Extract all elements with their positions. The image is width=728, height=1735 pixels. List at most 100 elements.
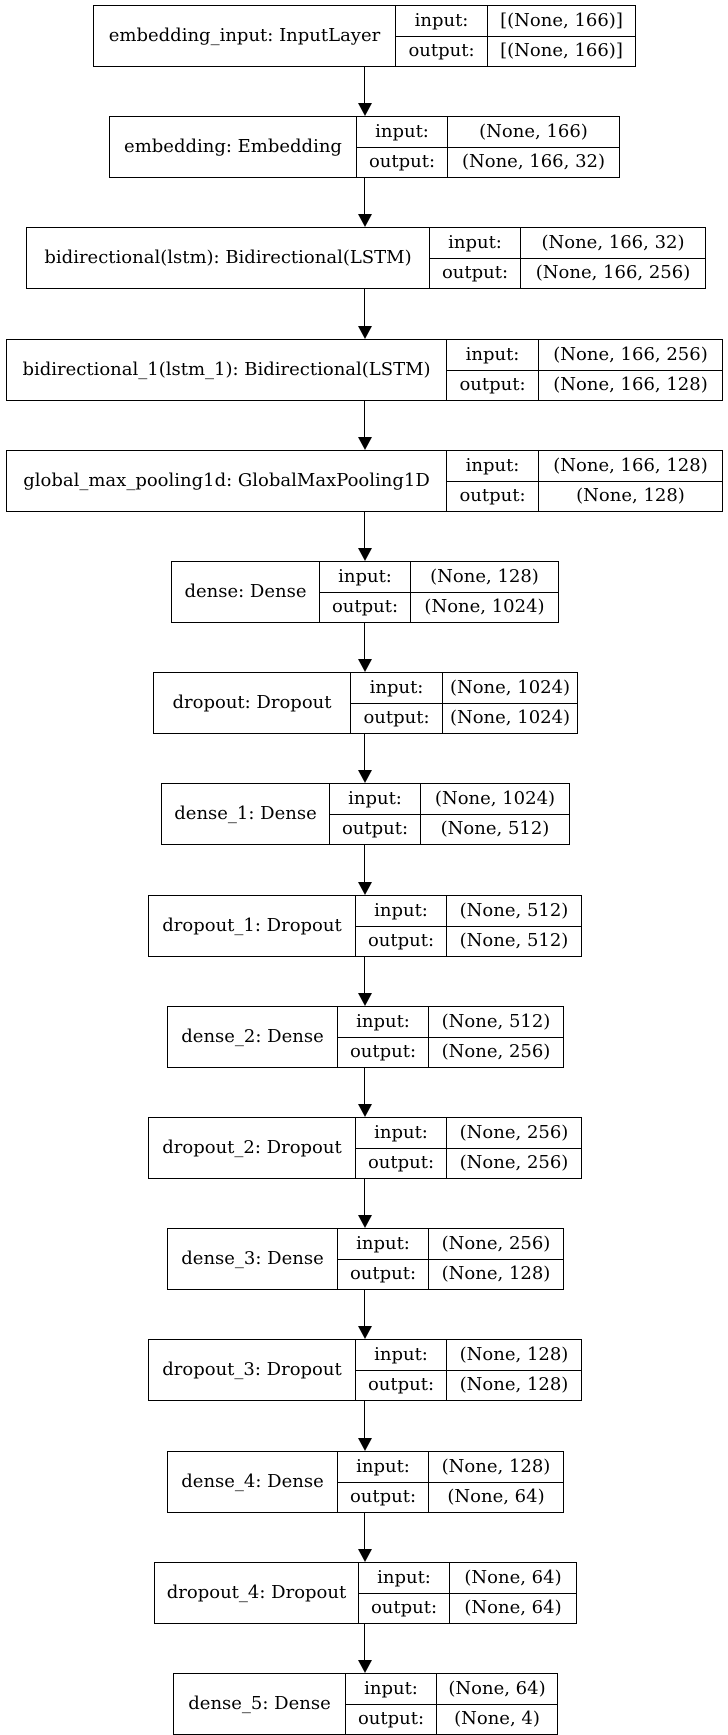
layer-name: bidirectional(lstm): Bidirectional(LSTM) — [27, 228, 430, 288]
output-label: output: — [338, 1037, 429, 1067]
connector-line — [364, 512, 366, 549]
input-shape: (None, 166, 128) — [553, 454, 708, 476]
output-row: output:(None, 256) — [356, 1147, 581, 1178]
input-shape: (None, 512) — [441, 1010, 551, 1032]
input-shape: (None, 166) — [479, 120, 588, 142]
input-row: input: (None, 512) — [356, 896, 581, 926]
output-label: output: — [356, 1370, 447, 1400]
layer-shape-table: input:(None, 166)output:(None, 166, 32) — [357, 117, 619, 177]
input-row: input:(None, 64) — [359, 1563, 576, 1593]
output-label: output: — [447, 481, 539, 511]
output-row: output:(None, 64) — [359, 1592, 576, 1623]
input-shape: (None, 166, 32) — [541, 231, 685, 253]
connector-line — [364, 845, 366, 883]
layer-shape-table: input:(None, 128)output:(None, 64) — [338, 1452, 563, 1512]
output-shape: (None, 256) — [441, 1041, 551, 1063]
connector-line — [364, 1179, 366, 1216]
layer-shape-table: input:(None, 256)output:(None, 256) — [356, 1118, 581, 1178]
output-shape: (None, 128) — [441, 1263, 551, 1285]
connector-line — [364, 67, 366, 104]
connector-line — [364, 1068, 366, 1105]
input-shape: (None, 256) — [441, 1232, 551, 1254]
input-label: input: — [447, 451, 539, 481]
arrow-head-icon — [358, 326, 372, 339]
input-label: input: — [338, 1007, 429, 1037]
layer-name: dense_5: Dense — [174, 1674, 346, 1734]
input-label: input: — [447, 340, 539, 370]
layer-shape-table: input:[(None, 166)]output:[(None, 166)] — [396, 6, 635, 66]
layer-name: dense_3: Dense — [168, 1229, 338, 1289]
output-label: output: — [320, 592, 411, 622]
connector-line — [364, 289, 366, 327]
layer-name: embedding_input: InputLayer — [94, 6, 396, 66]
input-row: input:(None, 128) — [320, 562, 558, 592]
output-shape: (None, 128) — [459, 1374, 569, 1396]
layer-shape-table: input:(None, 166, 128)output:(None, 128) — [447, 451, 722, 511]
arrow-head-icon — [358, 437, 372, 450]
input-label: input: — [338, 1452, 429, 1482]
output-label: output: — [356, 1148, 447, 1178]
output-row: output: (None, 512) — [330, 813, 569, 844]
output-shape: (None, 1024) — [449, 707, 571, 729]
input-label: input: — [338, 1229, 429, 1259]
layer-name: dense_2: Dense — [168, 1007, 338, 1067]
input-row: input: (None, 256) — [338, 1229, 563, 1259]
arrow-head-icon — [358, 548, 372, 561]
layer-shape-table: input:(None, 166, 32)output:(None, 166, … — [430, 228, 705, 288]
output-shape: (None, 512) — [459, 930, 569, 952]
arrow-head-icon — [358, 1660, 372, 1673]
input-shape: (None, 64) — [464, 1566, 562, 1588]
output-shape: (None, 4) — [454, 1708, 540, 1730]
input-label: input: — [346, 1674, 437, 1704]
output-shape: (None, 1024) — [424, 596, 545, 618]
input-shape: (None, 64) — [448, 1677, 546, 1699]
input-shape: (None, 166, 256) — [553, 343, 708, 365]
input-label: input: — [357, 117, 448, 147]
layer-shape-table: input:(None, 512)output:(None, 512) — [356, 896, 581, 956]
input-shape: (None, 512) — [459, 899, 569, 921]
layer-shape-table: input:(None, 1024)output:(None, 1024) — [351, 673, 577, 733]
layer-name: dense: Dense — [172, 562, 320, 622]
input-label: input: — [330, 784, 421, 814]
input-shape: (None, 128) — [459, 1343, 569, 1365]
output-shape: (None, 64) — [464, 1597, 562, 1619]
arrow-head-icon — [358, 214, 372, 227]
output-label: output: — [346, 1704, 437, 1734]
input-row: input:[(None, 166)] — [396, 6, 635, 36]
layer-name: dropout_1: Dropout — [149, 896, 356, 956]
input-row: input: (None, 128) — [338, 1452, 563, 1482]
arrow-head-icon — [358, 882, 372, 895]
connector-line — [364, 734, 366, 771]
output-row: output:(None, 166, 128) — [447, 369, 722, 400]
output-shape: (None, 512) — [440, 818, 550, 840]
input-shape: (None, 1024) — [434, 787, 556, 809]
output-label: output: — [338, 1482, 429, 1512]
input-shape: (None, 256) — [459, 1121, 569, 1143]
layer-name: dropout_4: Dropout — [155, 1563, 359, 1623]
layer-shape-table: input: (None, 1024) output: (None, 512) — [330, 784, 569, 844]
connector-line — [364, 1513, 366, 1550]
output-row: output: (None, 4) — [346, 1703, 557, 1734]
arrow-head-icon — [358, 770, 372, 783]
layer-name: dense_4: Dense — [168, 1452, 338, 1512]
arrow-head-icon — [358, 993, 372, 1006]
input-label: input: — [356, 896, 447, 926]
input-label: input: — [430, 228, 521, 258]
input-row: input:(None, 256) — [356, 1118, 581, 1148]
output-row: output: (None, 256) — [338, 1036, 563, 1067]
input-shape: (None, 128) — [441, 1455, 551, 1477]
output-label: output: — [330, 814, 421, 844]
layer-shape-table: input:(None, 256)output:(None, 128) — [338, 1229, 563, 1289]
input-row: input:(None, 128) — [356, 1340, 581, 1370]
layer-shape-table: input: (None, 512) output: (None, 256) — [338, 1007, 563, 1067]
output-label: output: — [351, 703, 443, 733]
